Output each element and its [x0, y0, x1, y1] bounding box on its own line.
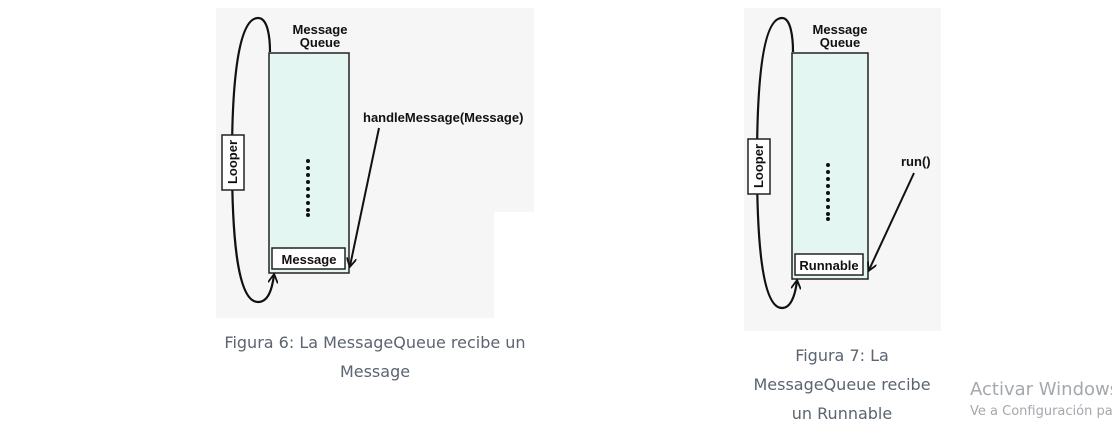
figure-6-caption-line2: Message	[339, 362, 411, 381]
handle-message-label: handleMessage(Message)	[363, 110, 523, 125]
activation-title: Activar Windows	[970, 379, 1112, 400]
looper-loop-arrow	[755, 16, 797, 310]
message-item-label: Message	[282, 252, 337, 267]
handle-message-arrow	[350, 127, 380, 266]
looper-loop-top	[781, 16, 795, 53]
run-arrow	[869, 172, 915, 270]
message-queue-box	[791, 52, 869, 280]
looper-label: Looper	[225, 140, 240, 184]
figure-7-caption-line3: un Runnable	[791, 404, 893, 423]
figure-7: Message Queue Runnable Looper run() Figu…	[560, 0, 1112, 436]
queue-title-line2: Queue	[300, 35, 340, 50]
runnable-item-label: Runnable	[799, 258, 858, 273]
figure-7-caption-line2: MessageQueue recibe	[753, 375, 931, 394]
runnable-item-box	[794, 253, 864, 276]
figure-6: Message Queue Message Looper handleMessa…	[200, 8, 550, 386]
looper-box	[747, 138, 771, 195]
figure-6-caption: Figura 6: La MessageQueue recibe un Mess…	[200, 328, 550, 386]
figure-7-caption: Figura 7: La MessageQueue recibe un Runn…	[742, 341, 942, 428]
windows-activation-watermark: Activar Windows Ve a Configuración para …	[970, 378, 1112, 422]
looper-loop-arrow	[230, 16, 274, 304]
figure-7-image: Message Queue Runnable Looper run()	[744, 8, 941, 331]
run-label: run()	[901, 154, 931, 169]
activation-subtitle: Ve a Configuración para activar Windows.	[970, 404, 1112, 419]
queue-ellipsis	[826, 163, 830, 221]
looper-loop-top	[257, 16, 272, 53]
figure-6-caption-line1: Figura 6: La MessageQueue recibe un	[224, 333, 526, 352]
figure-7-diagram: Message Queue Runnable Looper run()	[747, 16, 931, 310]
looper-label: Looper	[751, 144, 766, 188]
queue-title-line1: Message	[293, 22, 348, 37]
queue-title-line1: Message	[813, 22, 868, 37]
looper-box	[221, 134, 245, 191]
message-item-box	[271, 247, 346, 270]
message-queue-box	[268, 52, 350, 274]
figure-6-diagram: Message Queue Message Looper handleMessa…	[221, 16, 534, 318]
image-cutout	[494, 212, 534, 318]
figure-6-image: Message Queue Message Looper handleMessa…	[216, 8, 534, 318]
figure-7-caption-line1: Figura 7: La	[795, 346, 889, 365]
queue-ellipsis	[306, 159, 310, 217]
queue-title-line2: Queue	[820, 35, 860, 50]
